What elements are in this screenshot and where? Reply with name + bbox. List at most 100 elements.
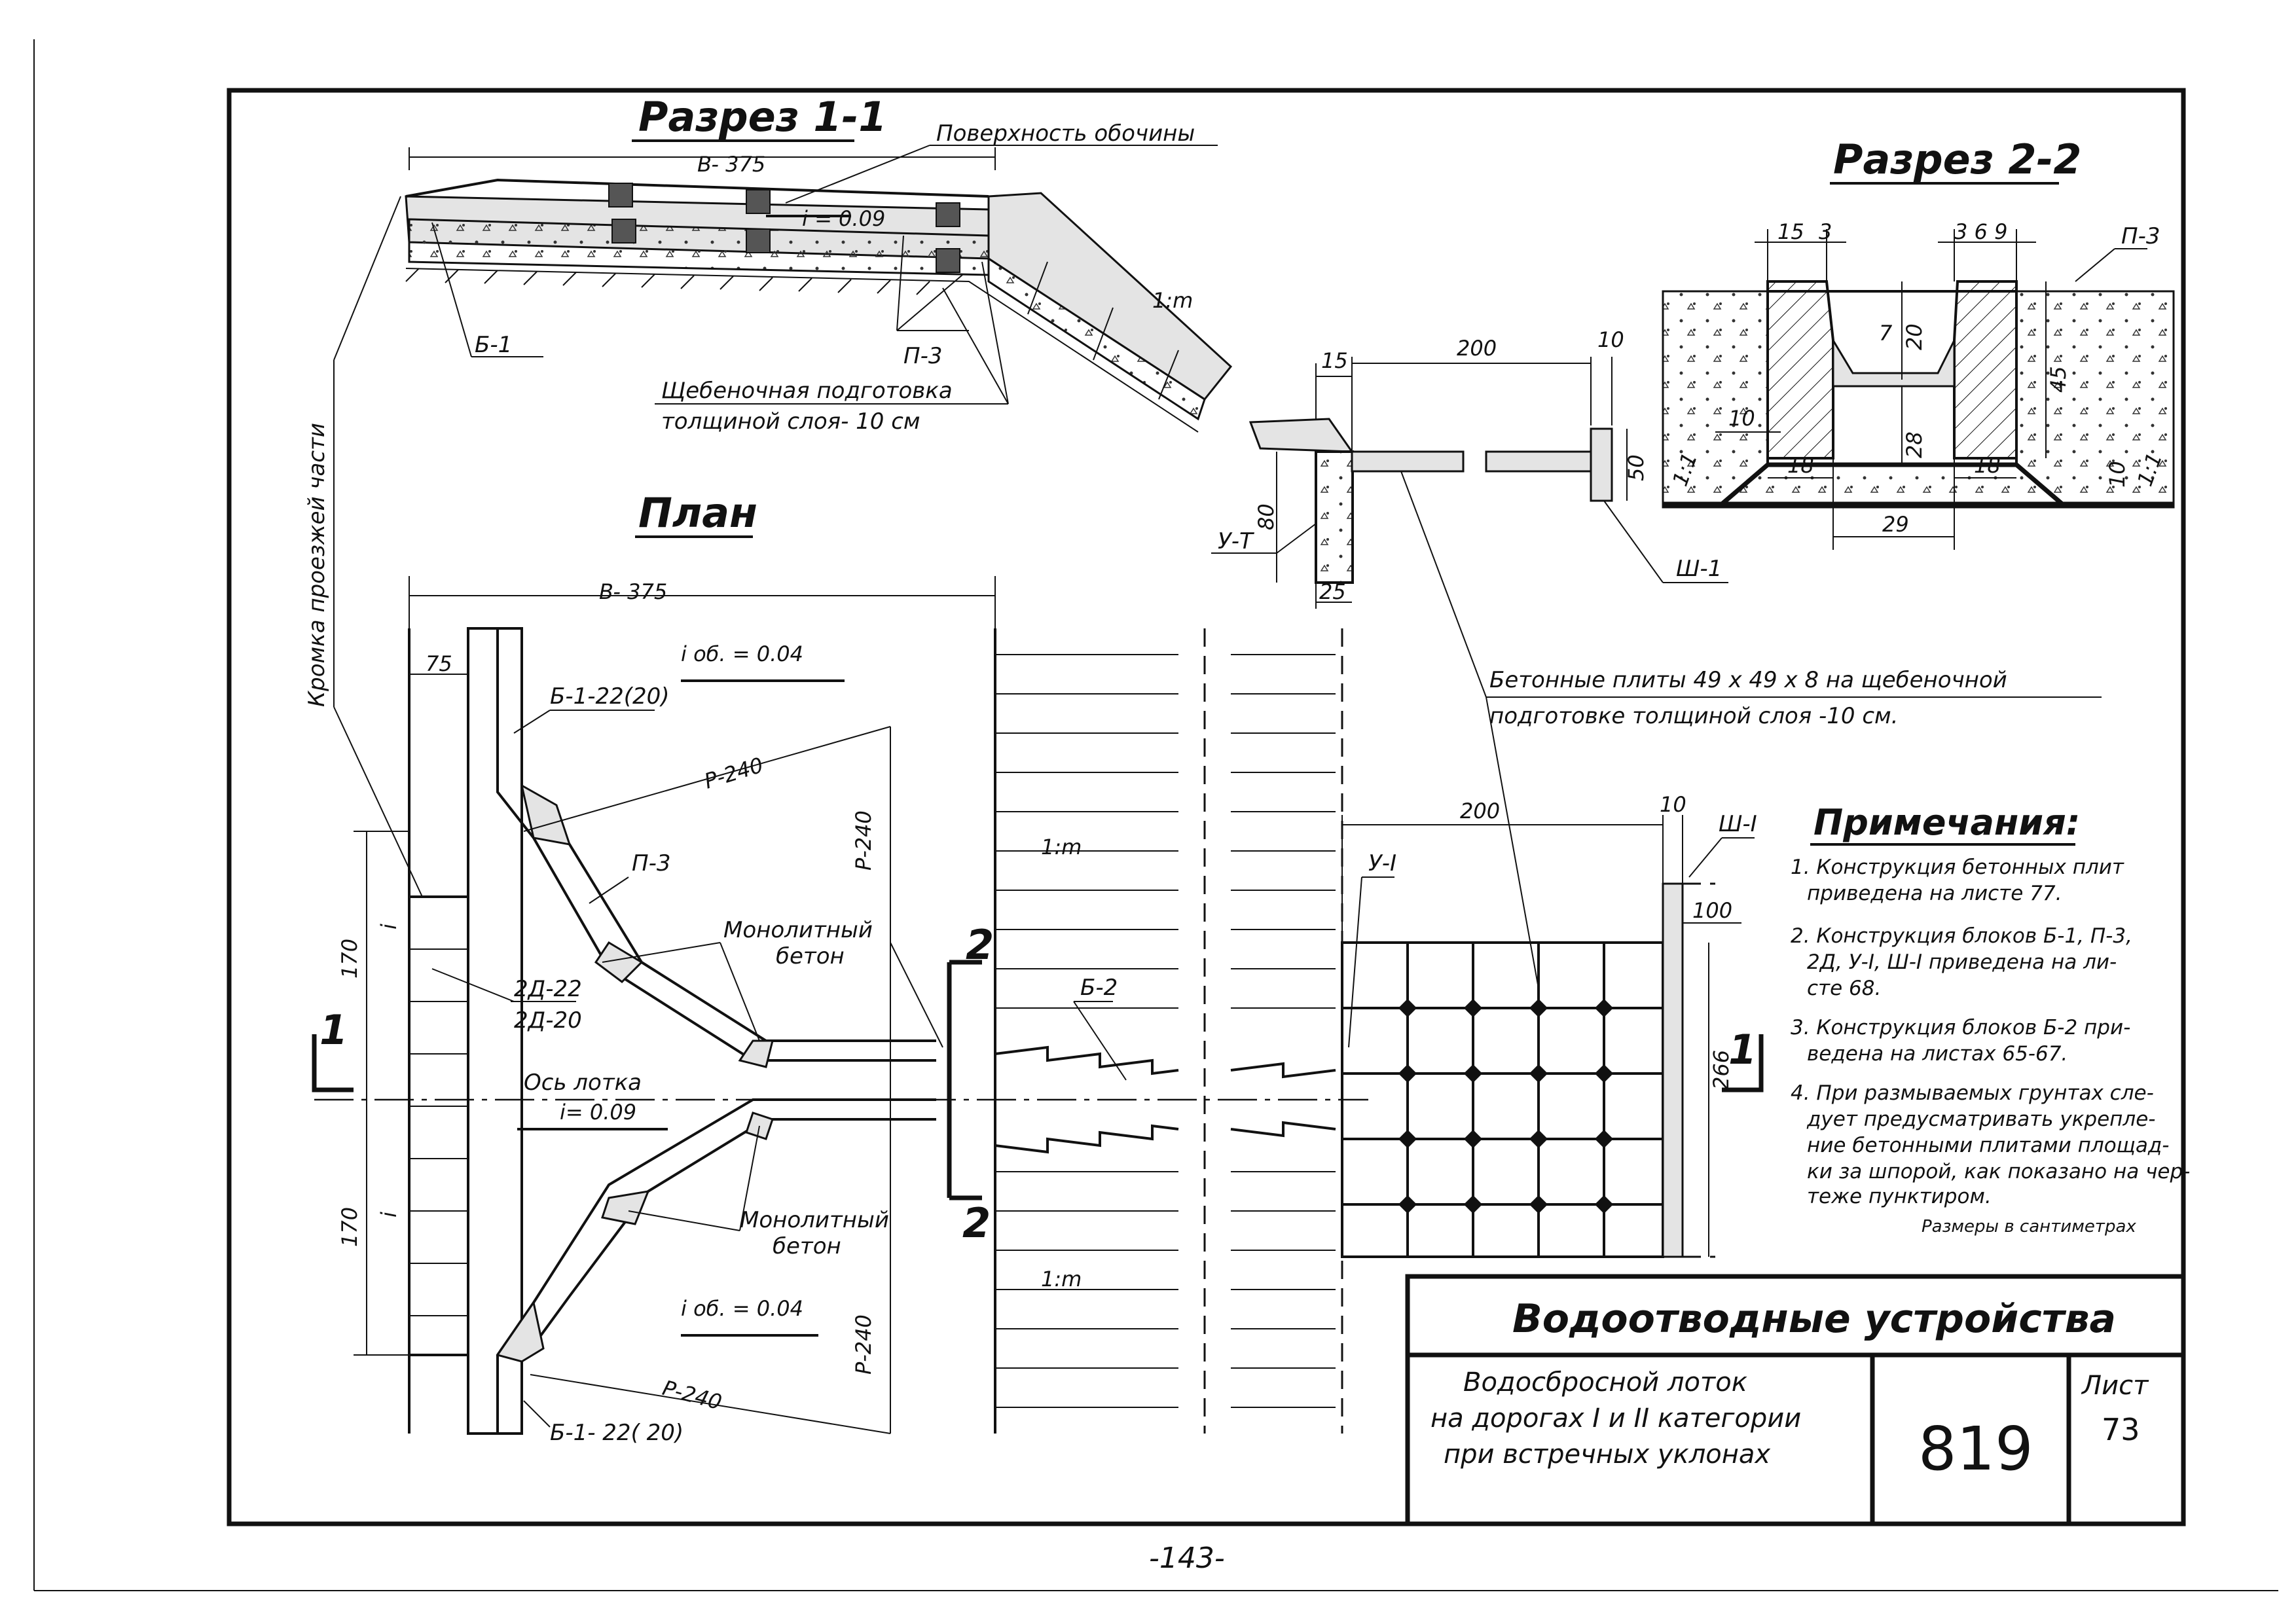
plan-mono-top-2: бетон [776,943,845,969]
section-2-2-dim-369: 3 6 9 [1954,219,2007,244]
notes-block: Примечания: 1. Конструкция бетонных плит… [1791,802,2190,1236]
section-2-2-dim-18b: 18 [1974,453,2001,478]
plan-r-top: Р-240 [701,752,766,793]
note-line-1: 1. Конструкция бетонных плит [1791,856,2124,879]
plan-label-b1-bottom: Б-1- 22( 20) [550,1420,683,1446]
note-line-4: 2Д, У-I, Ш-I приведена на ли- [1807,950,2117,974]
section-2-2-dim-45: 45 [2046,366,2071,393]
plan-section-mark-2-bottom: 2 [962,1199,991,1247]
plan-ratio-bottom: 1:m [1041,1267,1082,1291]
title-block-title: Водоотводные устройства [1512,1296,2116,1342]
detail-label-sh1: Ш-1 [1676,556,1722,582]
detail-section: 15 200 10 80 50 25 У-Т Ш-1 [1211,327,1728,609]
plan-section-mark-2-top: 2 [966,921,994,969]
section-1-1-label-p3: П-3 [903,343,942,369]
plan-section-mark-1-right: 1 [1728,1026,1757,1074]
plan-dim-75: 75 [426,651,452,676]
plan-dim-170-bottom: 170 [337,1207,362,1247]
title-block-sub-1: Водосбросной лоток [1463,1367,1747,1398]
detail-dim-15: 15 [1321,348,1348,373]
section-2-2-label-p3: П-3 [2121,223,2160,249]
section-1-1-label-b1: Б-1 [475,332,512,358]
detail-dim-25: 25 [1319,579,1346,604]
note-line-8: 4. При размываемых грунтах сле- [1791,1081,2154,1105]
section-2-2-dim-15: 15 [1777,219,1804,244]
section-1-1-slope: i = 0.09 [802,206,885,231]
note-line-3: 2. Конструкция блоков Б-1, П-3, [1791,924,2132,948]
note-line-12: теже пунктиром. [1807,1185,1992,1208]
plan-label-b1-top: Б-1-22(20) [550,683,670,710]
plan-label-b2: Б-2 [1080,975,1118,1001]
title-block-sub-3: при встречных уклонах [1444,1439,1770,1470]
plan-dim-200: 200 [1460,799,1500,823]
section-2-2-dim-29: 29 [1882,512,1909,537]
note-line-5: сте 68. [1807,977,1881,1000]
plan-slope-top: i об. = 0.04 [681,641,803,666]
plan-r-vert-top: Р-240 [851,810,876,871]
plan-title: План [638,489,757,537]
section-1-1-surface-label: Поверхность обочины [936,120,1195,147]
title-block-sheet-number: 73 [2102,1412,2140,1447]
note-line-2: приведена на листе 77. [1807,882,2062,905]
section-2-2-dim-10a: 10 [1728,406,1755,431]
note-line-10: ние бетонными плитами площад- [1807,1134,2170,1157]
section-2-2-dim-28: 28 [1902,431,1927,458]
section-2-2-dim-7: 7 [1879,321,1893,346]
title-block-sheet-label: Лист [2081,1371,2149,1401]
plates-line-1: Бетонные плиты 49 х 49 х 8 на щебеночной [1489,667,2007,693]
plan-dim-266: 266 [1709,1050,1734,1090]
plan-dim-b: B- 375 [599,579,667,604]
plan-dim-10: 10 [1660,792,1686,817]
section-1-1-gravel-1: Щебеночная подготовка [661,378,953,404]
section-1-1-ratio: 1:m [1152,288,1193,313]
note-line-6: 3. Конструкция блоков Б-2 при- [1791,1016,2130,1039]
note-line-9: дует предусматривать укрепле- [1806,1108,2155,1131]
section-2-2-dim-3: 3 [1819,219,1832,244]
notes-units: Размеры в сантиметрах [1922,1217,2136,1236]
plan-axis-slope: i= 0.09 [560,1100,636,1125]
plan-section-mark-1-left: 1 [319,1006,348,1054]
section-2-2-dim-20: 20 [1902,323,1927,350]
plan-dim-170-top: 170 [337,939,362,979]
plan-label-2d-2: 2Д-20 [514,1007,582,1034]
plan-mono-bot-1: Монолитный [740,1207,889,1233]
detail-dim-50: 50 [1624,454,1649,481]
detail-dim-80: 80 [1254,503,1279,530]
title-block: Водоотводные устройства Водосбросной лот… [1405,1274,2186,1526]
plan-label-sh1: Ш-I [1719,811,1757,837]
note-line-7: ведена на листах 65-67. [1807,1042,2068,1066]
plan-label-p3: П-3 [632,850,670,876]
plan-label-2d-1: 2Д-22 [514,976,582,1002]
plan-mono-bot-2: бетон [773,1233,841,1259]
plan-i-top: i [376,924,401,929]
note-line-11: ки за шпорой, как показано на чер- [1807,1160,2190,1183]
carriageway-edge-label: Кромка проезжей части [304,423,330,707]
section-2-2: Разрез 2-2 15 3 3 6 9 П-3 20 7 45 10 10 … [1662,135,2175,550]
notes-title: Примечания: [1813,802,2080,843]
detail-dim-10: 10 [1597,327,1624,352]
plates-line-2: подготовке толщиной слоя -10 см. [1489,703,1898,729]
section-2-2-dim-10b: 10 [2105,461,2130,488]
plan-slope-bottom: i об. = 0.04 [681,1296,803,1321]
section-2-2-dim-18a: 18 [1787,453,1814,478]
plan-i-bottom: i [376,1212,401,1218]
title-block-sub-2: на дорогах I и II категории [1430,1403,1801,1434]
section-1-1-gravel-2: толщиной слоя- 10 см [661,408,920,435]
plan-dim-100: 100 [1692,898,1732,923]
section-1-1: Разрез 1-1 Поверхность обочины B- 375 i … [405,93,1233,435]
section-1-1-dim-b: B- 375 [697,152,765,177]
section-2-2-title: Разрез 2-2 [1833,135,2081,183]
plan-axis-label: Ось лотка [524,1070,642,1096]
drawing-frame [227,88,2186,1526]
plan-r-bottom: Р-240 [660,1375,725,1415]
section-1-1-title: Разрез 1-1 [638,93,886,141]
plan-ratio-top: 1:m [1041,835,1082,859]
page-number: -143- [1149,1542,1225,1575]
plan-mono-top-1: Монолитный [723,917,873,943]
detail-label-ut: У-Т [1218,528,1254,554]
detail-dim-200: 200 [1457,336,1497,361]
plan-r-vert-bottom: Р-240 [851,1314,876,1375]
title-block-number: 819 [1918,1414,2033,1484]
plan-label-u1: У-I [1368,850,1396,876]
